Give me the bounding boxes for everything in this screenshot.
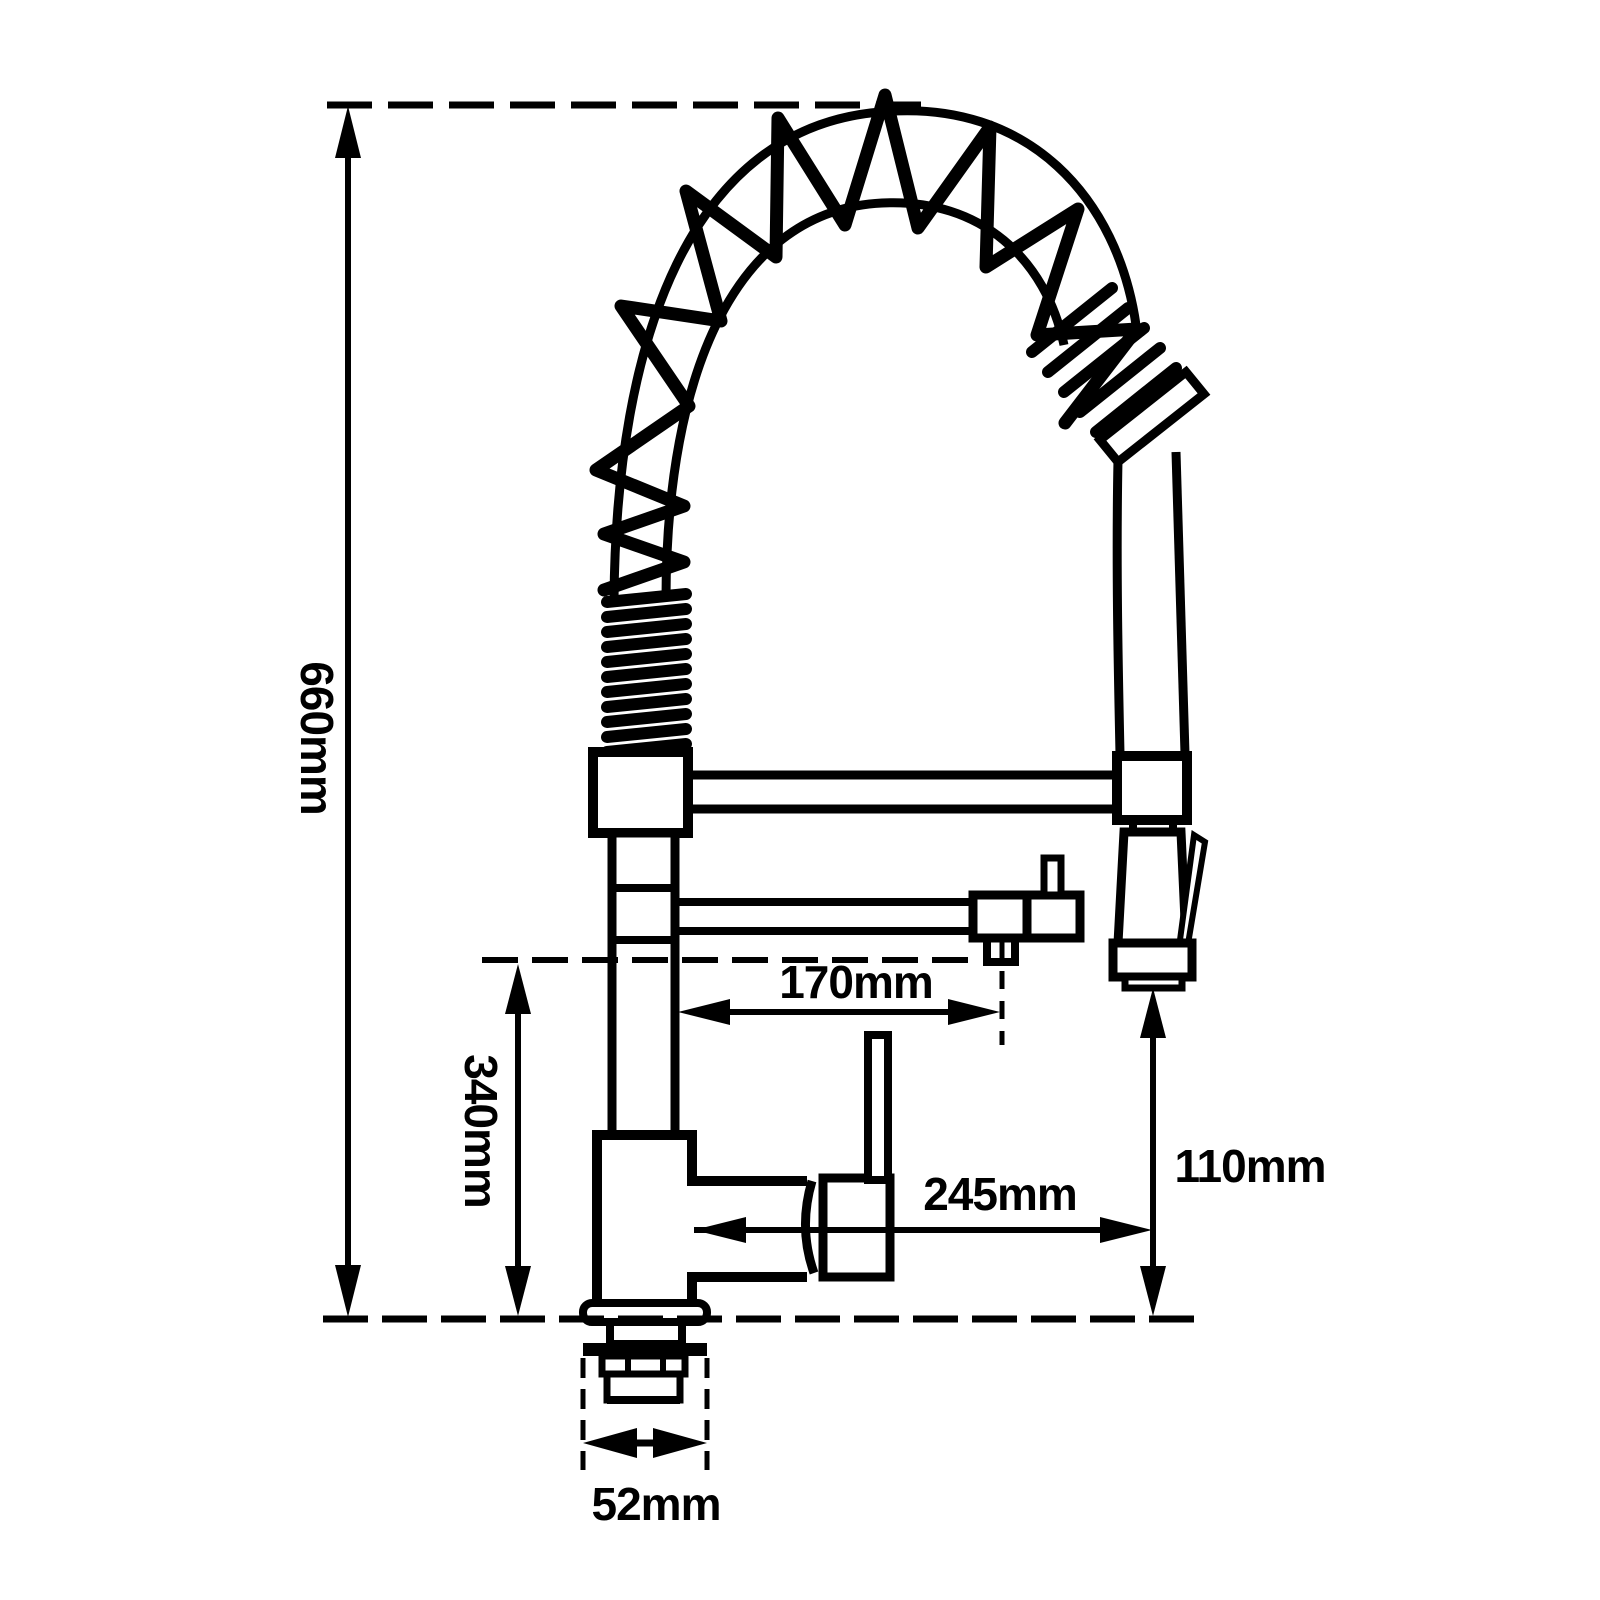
dimension-label-52: 52mm [592,1478,721,1530]
hose-arc-outer [609,106,1141,601]
tailpiece-end [607,1396,680,1404]
spring-coil-left-wrap [601,588,692,758]
arrowhead-up-icon [505,964,531,1014]
side-spout-top-stub [1040,854,1065,899]
arrowhead-down-icon [1140,1266,1166,1316]
hose-drop-right-line [1171,451,1190,755]
base-neck [606,1318,686,1348]
arrowhead-up-icon [1140,988,1166,1038]
dimension-label-245: 245mm [923,1168,1077,1220]
dimension-label-170: 170mm [779,956,933,1008]
tailpiece [603,1370,684,1404]
arrowhead-right-icon [653,1428,707,1458]
handle-lever [864,1031,892,1184]
spray-head-body [1113,827,1191,948]
side-spout-valve-right [1022,890,1085,943]
arrowhead-right-icon [948,999,1000,1025]
hose-collar-cap [1093,365,1211,469]
spray-head-connector-block [1112,751,1192,825]
riser-junction-block [588,747,693,838]
dimension-annotations: 660mm 340mm 170mm 245mm 110m [291,101,1327,1530]
riser-pipe [607,828,680,1140]
arrowhead-right-icon [1100,1217,1152,1243]
spray-head-collar [1108,938,1197,982]
arrowhead-left-icon [694,1217,746,1243]
dimension-340: 340mm [455,964,531,1316]
support-crossbar [683,770,1122,814]
dimension-label-110: 110mm [1174,1140,1325,1192]
dimension-label-660: 660mm [291,661,343,815]
dimension-label-340: 340mm [455,1054,507,1208]
dimension-170: 170mm [678,956,1000,1025]
mixer-body [592,1130,807,1312]
faucet-illustration [579,88,1211,1404]
side-spout-valve-left [968,890,1032,943]
dimension-660: 660mm [291,106,361,1317]
spring-coil-zigzag [589,88,1144,597]
spray-head-nozzle-tip [1121,973,1186,992]
hose-drop-left-line [1112,459,1125,755]
arrowhead-left-icon [678,999,730,1025]
dimension-52: 52mm [583,1428,721,1530]
arrowhead-left-icon [583,1428,637,1458]
dimension-245: 245mm [694,1168,1152,1243]
arrowhead-down-icon [505,1266,531,1316]
dimension-110: 110mm [1140,988,1327,1316]
arrowhead-up-icon [335,106,361,158]
arrowhead-down-icon [335,1265,361,1317]
side-spout-arm [671,898,977,935]
spring-coil-right-wrap [1026,282,1182,438]
